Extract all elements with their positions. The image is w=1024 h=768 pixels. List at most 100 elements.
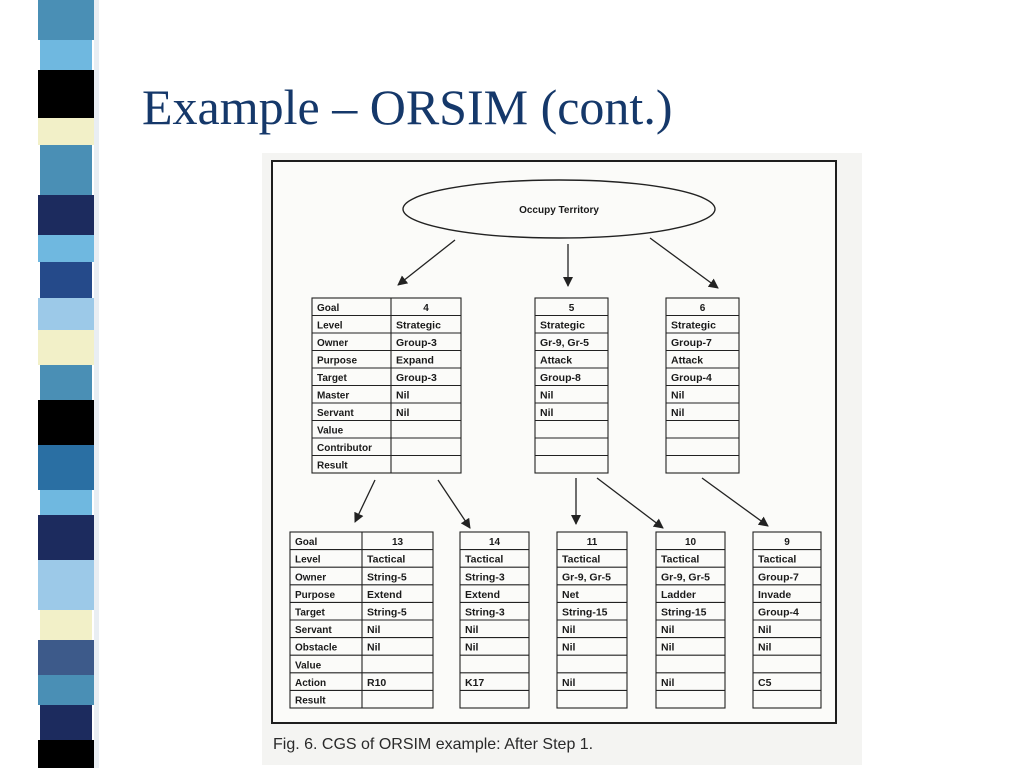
goal-11-table-cell-value: Nil [562, 642, 576, 654]
goal-13-table-cell-value: Tactical [367, 554, 405, 566]
goal-4-table-cell-value: Strategic [396, 320, 441, 332]
stripe-block [38, 400, 94, 445]
goal-6-table-goal-id: 6 [700, 303, 706, 314]
stripe-block [40, 705, 92, 740]
goal-13-table-field-label: Owner [295, 572, 326, 583]
stripe-block [40, 610, 92, 640]
goal-5-table-cell-value: Group-8 [540, 372, 581, 384]
goal-5-table-cell-value: Attack [540, 355, 572, 367]
goal-14-table-cell-value: Tactical [465, 554, 503, 566]
hierarchy-arrow [701, 477, 769, 527]
goal-9-table-cell-value: Nil [758, 642, 772, 654]
goal-9-table-cell-value: Nil [758, 624, 772, 636]
stripe-edge [94, 0, 99, 768]
goal-4-table-field-label: Target [317, 373, 347, 384]
goal-4-table-cell-value: Group-3 [396, 337, 437, 349]
hierarchy-arrow [437, 479, 471, 529]
goal-4-table-field-label: Goal [317, 303, 339, 314]
goal-13-table-field-label: Obstacle [295, 643, 338, 654]
goal-4-table-cell-value: Nil [396, 407, 410, 419]
stripe-block [40, 145, 92, 195]
goal-4-table-goal-id: 4 [423, 303, 429, 314]
figure-caption: Fig. 6. CGS of ORSIM example: After Step… [273, 736, 594, 753]
goal-9-table-cell-value: Tactical [758, 554, 796, 566]
goal-13-table-goal-id: 13 [392, 537, 404, 548]
goal-5-table-cell-value: Nil [540, 390, 554, 402]
stripe-block [38, 675, 94, 705]
goal-14-table-cell-value: Extend [465, 589, 500, 601]
goal-4-table-field-label: Servant [317, 408, 354, 419]
goal-10-table-cell-value: Nil [661, 624, 675, 636]
goal-4-table-field-label: Master [317, 391, 349, 402]
goal-4-table-field-label: Level [317, 321, 343, 332]
stripe-block [38, 195, 94, 235]
goal-4-table-field-label: Owner [317, 338, 348, 349]
goal-13-table-field-label: Result [295, 696, 326, 707]
goal-9-table-cell-value: Group-4 [758, 607, 799, 619]
goal-13-table-cell-value: R10 [367, 677, 386, 689]
stripe-block [38, 740, 94, 768]
goal-13-table-cell-value: String-5 [367, 571, 407, 583]
goal-14-table-goal-id: 14 [489, 537, 501, 548]
goal-10-table-goal-id: 10 [685, 537, 697, 548]
stripe-block [38, 560, 94, 610]
goal-14-table-cell-value: String-3 [465, 571, 505, 583]
stripe-block [40, 365, 92, 400]
goal-6-table-cell-value: Attack [671, 355, 703, 367]
goal-4-table-field-label: Result [317, 461, 348, 472]
goal-6-table-cell-value: Group-4 [671, 372, 712, 384]
goal-13-table-field-label: Action [295, 678, 326, 689]
goal-5-table-cell-value: Nil [540, 407, 554, 419]
goal-4-table-field-label: Value [317, 426, 344, 437]
goal-13-table-cell-value: Extend [367, 589, 402, 601]
figure-frame [271, 160, 837, 724]
decorative-stripe-bar [0, 0, 118, 768]
goal-10-table-cell-value: Ladder [661, 589, 696, 601]
goal-5-table-cell-value: Gr-9, Gr-5 [540, 337, 589, 349]
stripe-block [40, 262, 92, 298]
goal-14-table-cell-value: K17 [465, 677, 484, 689]
goal-4-table-cell-value: Group-3 [396, 372, 437, 384]
goal-9-table-cell-value: Group-7 [758, 571, 799, 583]
goal-13-table-field-label: Target [295, 608, 325, 619]
goal-14-table-cell-value: String-3 [465, 607, 505, 619]
stripe-block [38, 70, 94, 118]
goal-11-table-cell-value: Nil [562, 677, 576, 689]
goal-11-table-cell-value: String-15 [562, 607, 608, 619]
goal-10-table-cell-value: Gr-9, Gr-5 [661, 571, 710, 583]
slide-title: Example – ORSIM (cont.) [142, 79, 673, 135]
stripe-block [38, 445, 94, 490]
goal-13-table-cell-value: Nil [367, 642, 381, 654]
goal-13-table-field-label: Level [295, 555, 321, 566]
goal-11-table-cell-value: Tactical [562, 554, 600, 566]
goal-5-table-goal-id: 5 [569, 303, 575, 314]
goal-4-table-field-label: Contributor [317, 443, 372, 454]
goal-9-table-cell-value: C5 [758, 677, 772, 689]
goal-4-table-cell-value: Expand [396, 355, 434, 367]
goal-10-table-cell-value: Nil [661, 677, 675, 689]
hierarchy-arrow [596, 477, 664, 529]
stripe-block [38, 118, 94, 145]
stripe-block [38, 640, 94, 675]
goal-6-table-cell-value: Nil [671, 407, 685, 419]
goal-4-table-cell-value: Nil [396, 390, 410, 402]
goal-10-table-cell-value: Tactical [661, 554, 699, 566]
goal-11-table-goal-id: 11 [587, 537, 598, 548]
goal-13-table-field-label: Goal [295, 537, 317, 548]
stripe-block [38, 515, 94, 560]
goal-10-table-cell-value: String-15 [661, 607, 707, 619]
goal-11-table-cell-value: Gr-9, Gr-5 [562, 571, 611, 583]
goal-6-table-cell-value: Group-7 [671, 337, 712, 349]
hierarchy-arrow [354, 479, 376, 523]
goal-14-table-cell-value: Nil [465, 642, 479, 654]
goal-13-table-field-label: Servant [295, 625, 332, 636]
goal-13-table-cell-value: Nil [367, 624, 381, 636]
goal-4-table-field-label: Purpose [317, 356, 357, 367]
stripe-block [38, 0, 94, 40]
goal-5-table-cell-value: Strategic [540, 320, 585, 332]
stripe-block [38, 298, 94, 330]
root-goal-ellipse [402, 179, 716, 239]
goal-6-table-cell-value: Nil [671, 390, 685, 402]
hierarchy-arrow [649, 237, 719, 289]
